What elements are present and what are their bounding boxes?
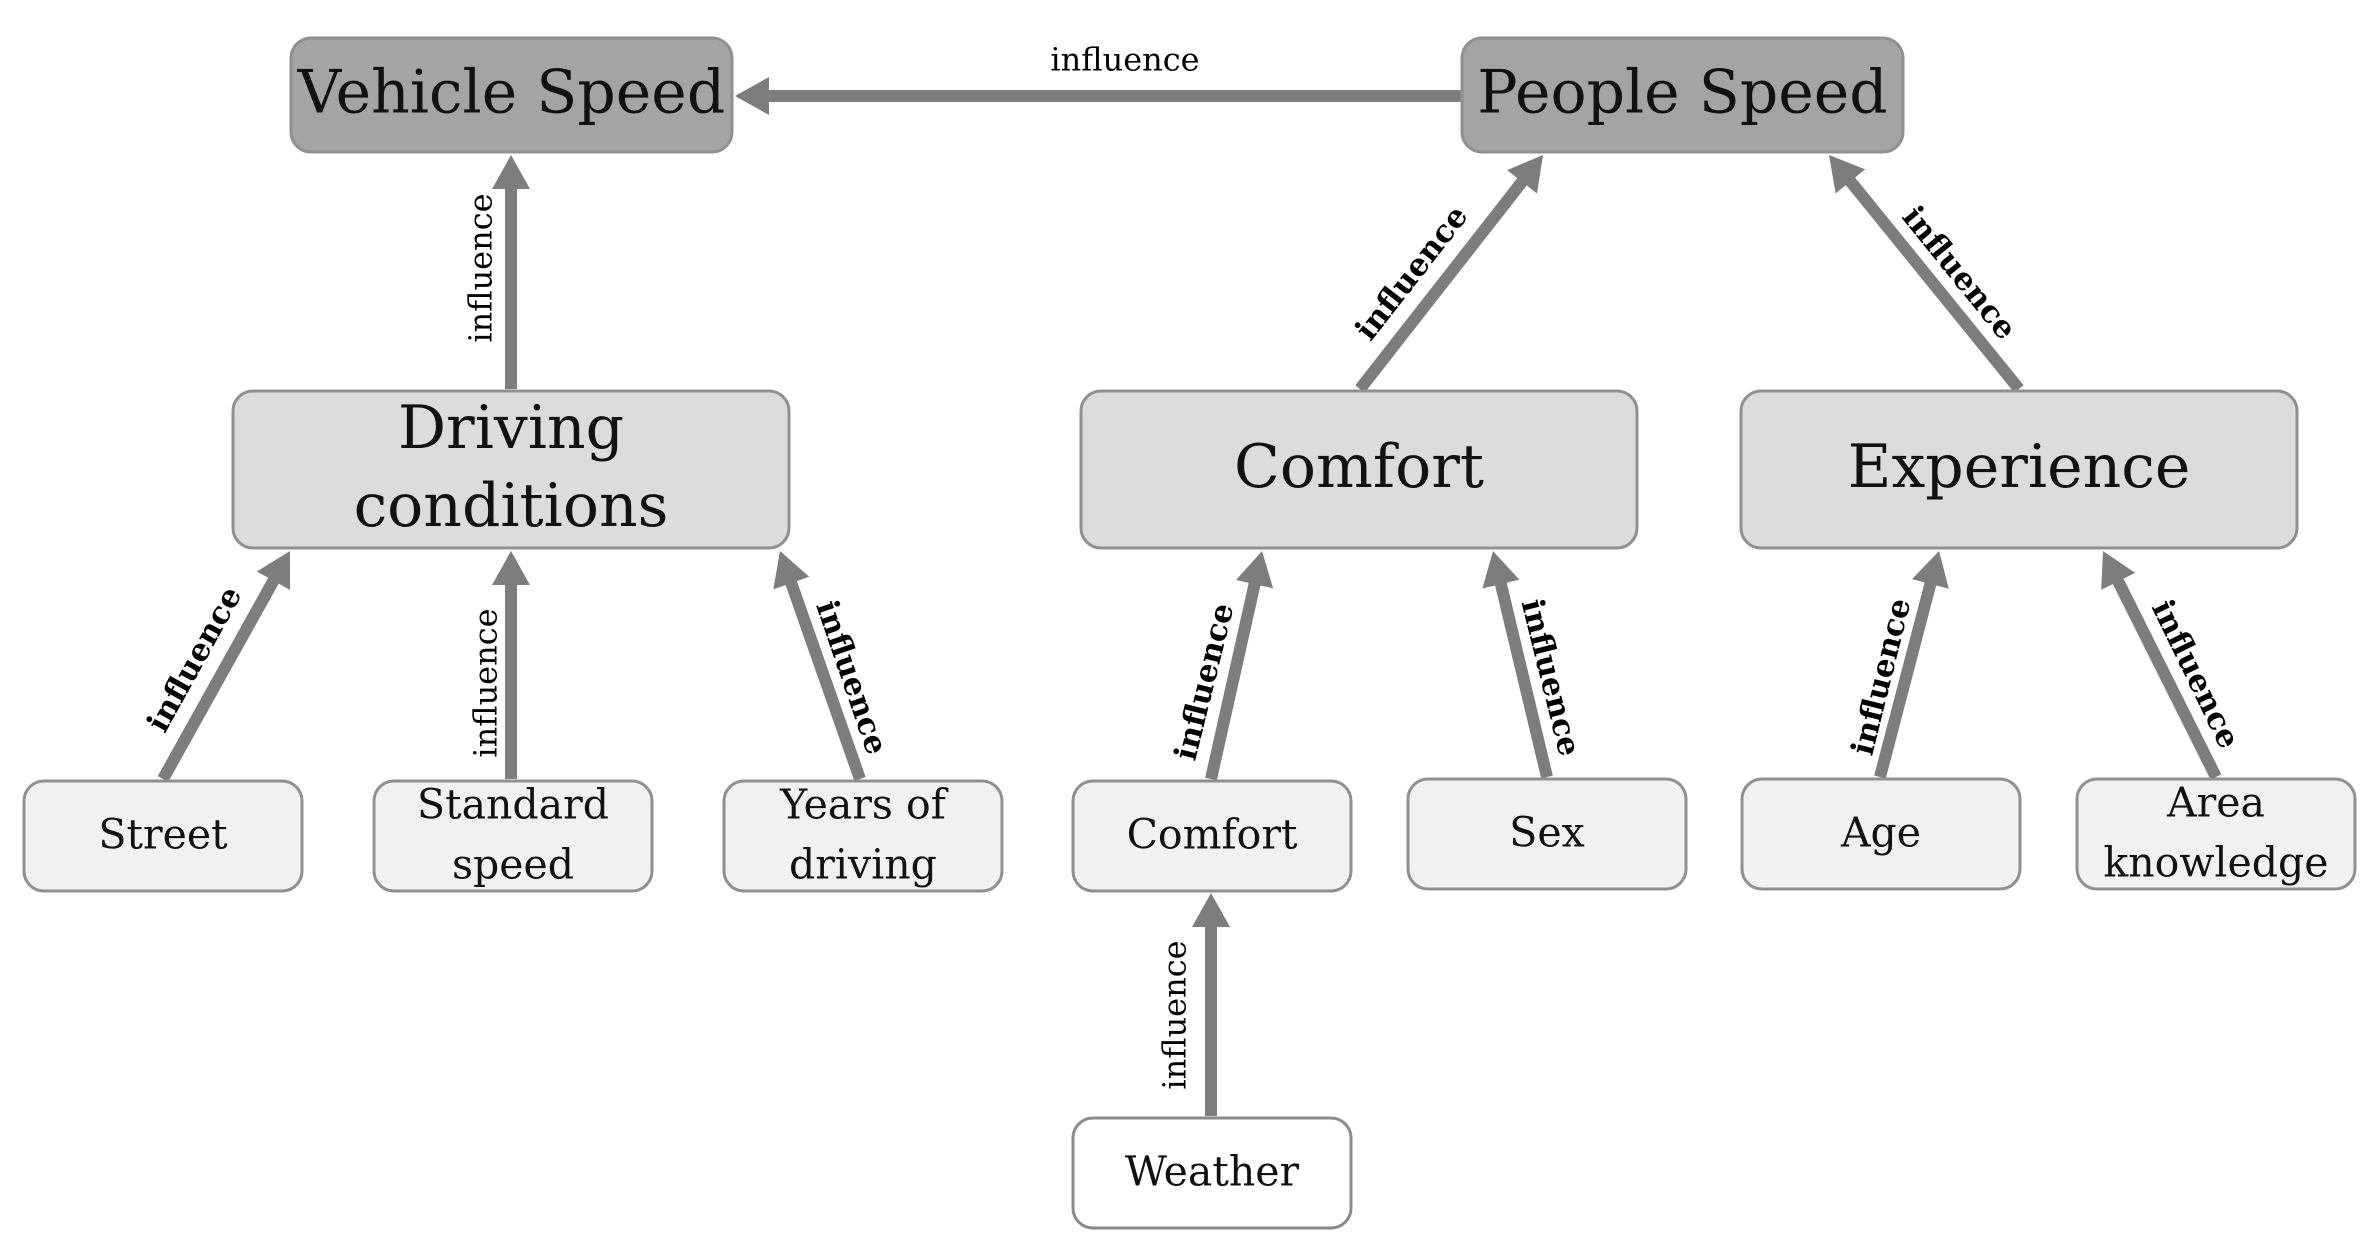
arrowhead: [735, 77, 769, 115]
node-label-line: driving: [789, 841, 937, 889]
edge-line: [157, 576, 280, 782]
node-box: [289, 36, 734, 154]
node-box: [1071, 1116, 1353, 1230]
arrowhead: [1192, 893, 1230, 927]
node-box: [1460, 36, 1905, 154]
arrowhead: [1829, 155, 1866, 194]
node-sex: Sex: [1406, 777, 1688, 891]
node-label-line: knowledge: [2103, 839, 2328, 887]
node-label: Sex: [1509, 809, 1584, 857]
node-box: [372, 779, 654, 893]
edge-label: influence: [462, 193, 500, 342]
edge-comfort-to-people: influence: [1348, 155, 1543, 393]
node-label-line: Area: [2166, 779, 2265, 827]
node-box: [1406, 777, 1688, 891]
node-label-line: speed: [452, 841, 574, 889]
node-box: [1740, 777, 2022, 891]
edge-experience-to-people: influence: [1829, 155, 2024, 393]
node-box: [1079, 389, 1639, 550]
edge-label: influence: [1050, 41, 1199, 79]
edge-driving-to-vehicle: influence: [462, 155, 530, 389]
node-label: Experience: [1848, 432, 2191, 502]
arrowhead: [256, 551, 291, 590]
edge-weather-to-comfortleaf: influence: [1156, 893, 1230, 1116]
edge-line: [1494, 580, 1553, 779]
edge-label: influence: [1156, 940, 1194, 1089]
edge-years-to-driving: influence: [773, 551, 895, 781]
node-label: Weather: [1125, 1148, 1300, 1196]
edge-label: influence: [467, 608, 505, 757]
edge-line: [1355, 176, 1529, 393]
node-label: Comfort: [1234, 432, 1484, 502]
node-driving-conditions: Driving conditions: [231, 389, 791, 550]
node-label-line: conditions: [354, 471, 669, 541]
arrowhead: [492, 551, 530, 585]
arrowhead: [1912, 551, 1949, 589]
arrowhead: [1236, 551, 1274, 589]
node-standard-speed: Standard speed: [372, 779, 654, 893]
node-label: Age: [1840, 809, 1921, 857]
node-label-line: Driving: [398, 393, 624, 463]
node-vehicle-speed: Vehicle Speed: [289, 36, 734, 154]
arrowhead: [492, 155, 530, 189]
node-box: [722, 779, 1004, 893]
arrowhead: [2101, 551, 2136, 590]
node-box: [231, 389, 791, 550]
edge-line: [1205, 580, 1261, 781]
node-label-line: Standard: [417, 781, 609, 829]
edge-street-to-driving: influence: [140, 551, 291, 782]
node-age: Age: [1740, 777, 2022, 891]
node-weather: Weather: [1071, 1116, 1353, 1230]
edge-line: [2111, 576, 2222, 780]
node-area-knowledge: Area knowledge: [2075, 777, 2357, 891]
edge-comfortleaf-to-comfort: influence: [1168, 551, 1274, 781]
node-comfort-top: Comfort: [1079, 389, 1639, 550]
edge-age-to-experience: influence: [1845, 551, 1949, 779]
arrowhead: [1482, 551, 1520, 589]
node-label: Street: [98, 811, 228, 859]
node-box: [1071, 779, 1353, 893]
edge-people-to-vehicle: influence: [735, 41, 1462, 115]
edge-area-to-experience: influence: [2101, 551, 2247, 780]
node-label: People Speed: [1477, 58, 1887, 128]
node-box: [22, 779, 304, 893]
node-box: [2075, 777, 2357, 891]
edge-sex-to-comfort: influence: [1482, 551, 1587, 779]
edge-line: [1844, 176, 2024, 393]
node-people-speed: People Speed: [1460, 36, 1905, 154]
edge-line: [784, 579, 866, 781]
node-comfort-leaf: Comfort: [1071, 779, 1353, 893]
edge-line: [1874, 580, 1937, 779]
edges-layer: influence influence influence influence infl…: [140, 41, 2247, 1116]
node-box: [1739, 389, 2299, 550]
node-label: Vehicle Speed: [297, 58, 725, 128]
node-street: Street: [22, 779, 304, 893]
node-experience: Experience: [1739, 389, 2299, 550]
node-label-line: Years of: [779, 781, 949, 829]
edge-standard-to-driving: influence: [467, 551, 530, 779]
arrowhead: [773, 551, 810, 590]
node-years-of-driving: Years of driving: [722, 779, 1004, 893]
arrowhead: [1507, 155, 1543, 194]
node-label: Comfort: [1127, 811, 1298, 859]
